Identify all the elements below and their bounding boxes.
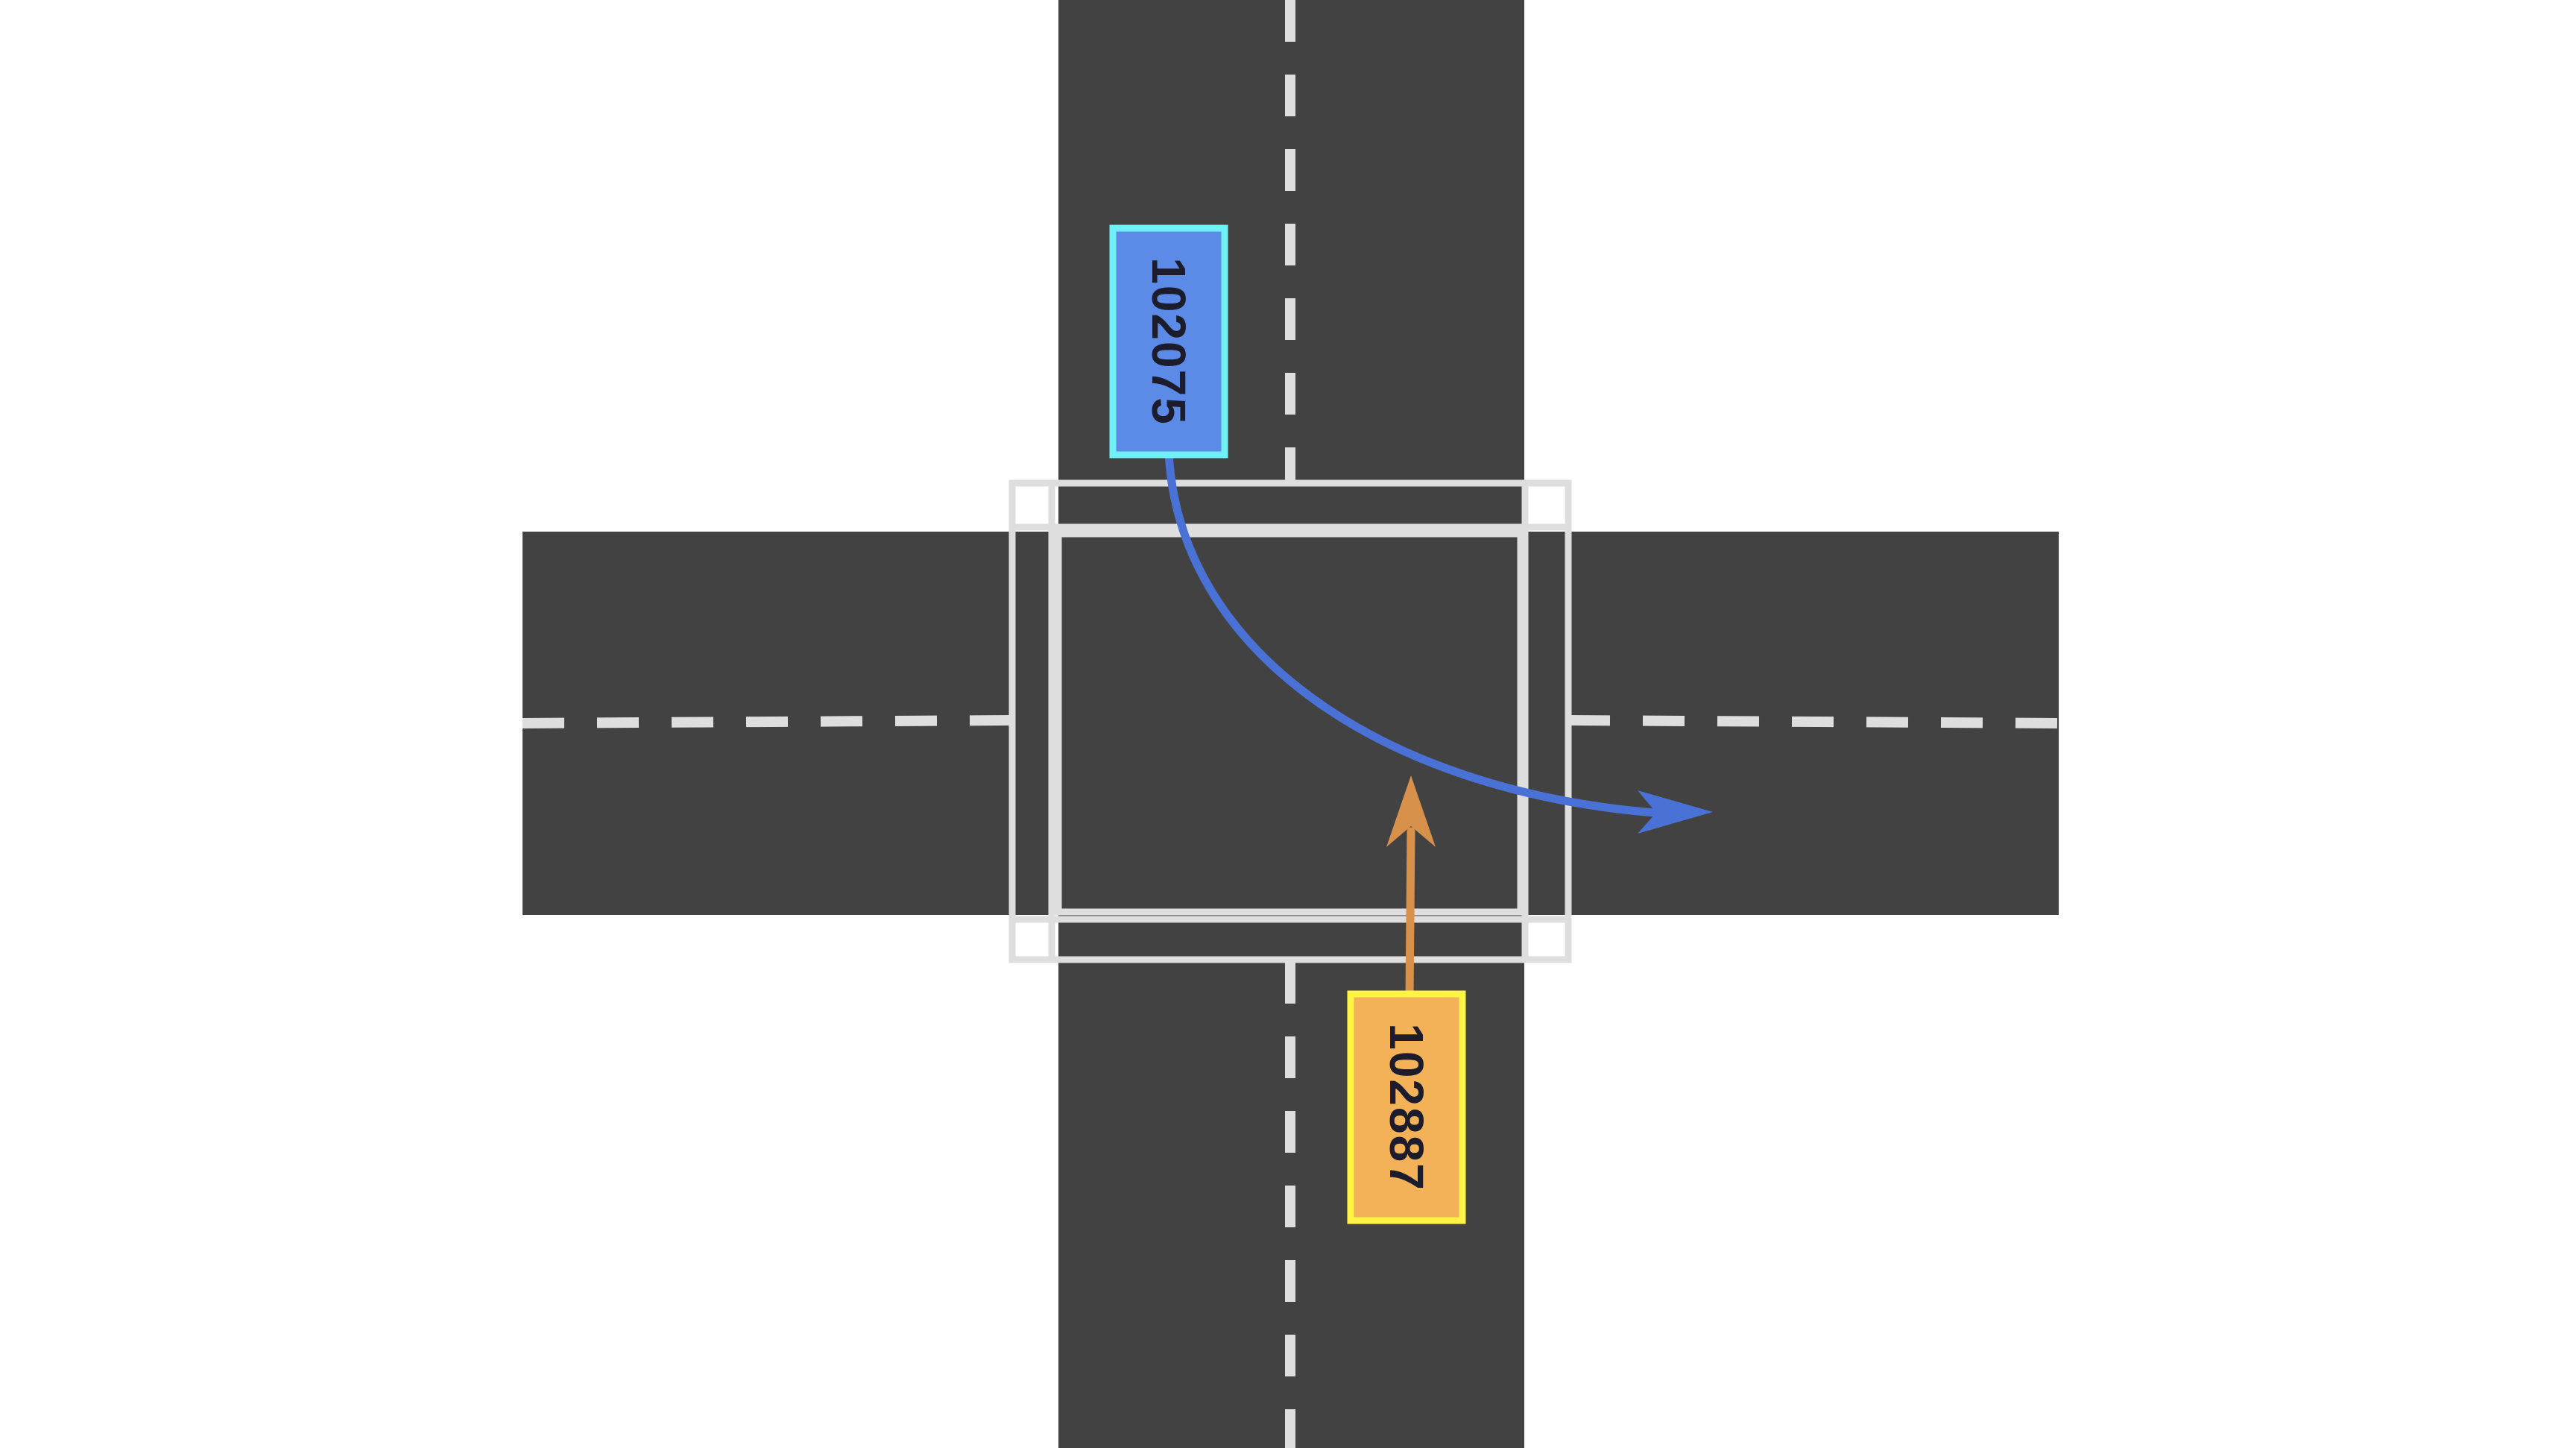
west-lane-divider bbox=[522, 715, 1013, 728]
crosswalk-boxes bbox=[1008, 479, 1572, 963]
vehicle-body bbox=[1109, 224, 1228, 459]
lane-markings bbox=[522, 0, 2059, 1448]
crosswalk-inner bbox=[1055, 530, 1524, 916]
crosswalk-outer bbox=[1008, 479, 1572, 963]
vehicle-trajectories bbox=[1164, 447, 1713, 1004]
vehicle-id-label: 102075 bbox=[1142, 257, 1196, 426]
trajectory-102075 bbox=[1164, 447, 1659, 817]
trajectory-102887 bbox=[1405, 827, 1415, 1004]
vehicle-102887[interactable]: 102887 bbox=[1347, 990, 1466, 1224]
vehicle-body bbox=[1347, 990, 1466, 1224]
trajectory-102075-arrowhead bbox=[1638, 790, 1713, 834]
vehicle-id-label: 102887 bbox=[1380, 1023, 1433, 1192]
east-lane-divider bbox=[1568, 715, 2059, 728]
trajectory-102887-arrowhead bbox=[1386, 775, 1436, 847]
vehicle-102075[interactable]: 102075 bbox=[1109, 224, 1228, 459]
